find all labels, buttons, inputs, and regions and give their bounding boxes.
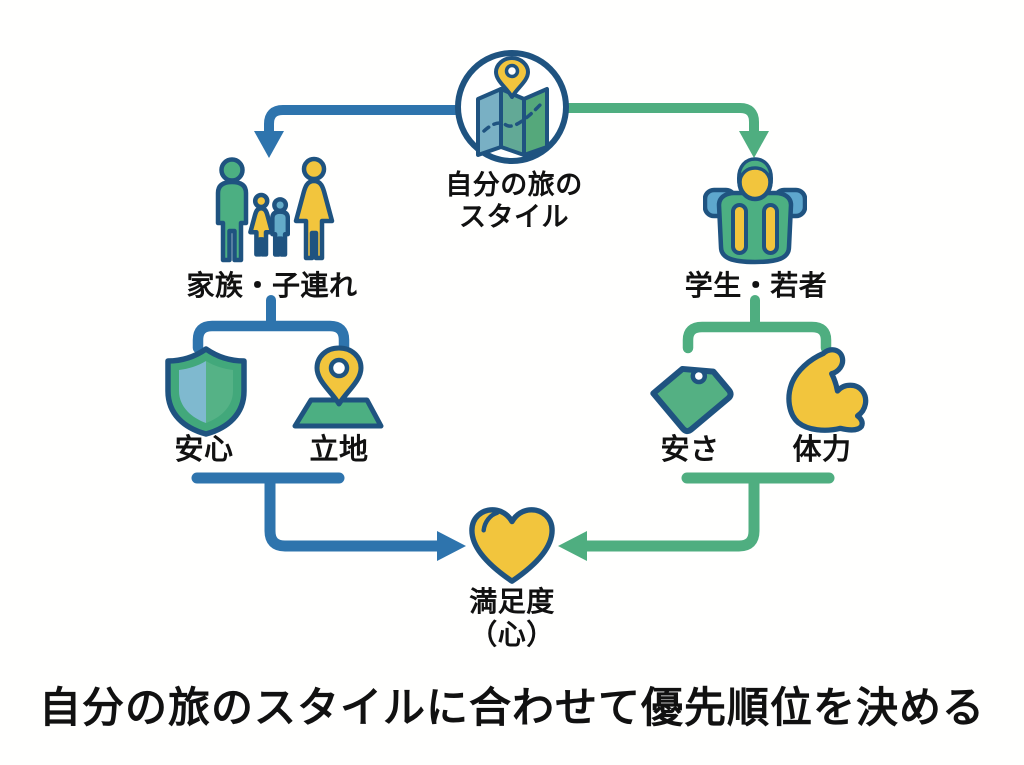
priority-location-node bbox=[290, 342, 390, 436]
arrowhead-left-green bbox=[558, 531, 587, 561]
arrowhead-down-blue bbox=[254, 131, 284, 158]
price-tag-icon bbox=[650, 365, 734, 435]
root-label-line1: 自分の旅の bbox=[445, 170, 583, 200]
heart-icon bbox=[469, 507, 555, 584]
outcome-node bbox=[462, 501, 562, 589]
root-label-line2: スタイル bbox=[459, 202, 569, 232]
connector-root-to-youth bbox=[568, 103, 769, 158]
priority-cheapness-label: 安さ bbox=[660, 434, 720, 466]
root-node bbox=[452, 47, 572, 167]
priority-safety-node bbox=[160, 344, 252, 438]
youth-label: 学生・若者 bbox=[684, 270, 828, 301]
arrowhead-right-blue bbox=[437, 531, 466, 561]
youth-node bbox=[703, 153, 807, 269]
muscle-icon bbox=[786, 347, 869, 433]
shield-icon bbox=[165, 346, 247, 437]
priority-stamina-label: 体力 bbox=[792, 434, 852, 466]
family-icon bbox=[215, 156, 335, 263]
connector-youth-to-heart bbox=[558, 472, 835, 561]
heart-shine bbox=[481, 510, 500, 533]
family-node bbox=[206, 153, 338, 271]
priority-safety-label: 安心 bbox=[174, 434, 234, 466]
family-label: 家族・子連れ bbox=[186, 270, 358, 301]
priority-cheapness-node bbox=[645, 344, 741, 440]
bracket-youth-priorities bbox=[682, 295, 832, 354]
connector-family-to-heart bbox=[191, 472, 466, 561]
outcome-label-line1: 満足度 bbox=[469, 586, 555, 617]
backpacker-icon bbox=[703, 157, 807, 265]
connector-root-to-family bbox=[254, 105, 456, 158]
priority-stamina-node bbox=[778, 344, 872, 436]
location-pin-icon bbox=[292, 345, 384, 429]
outcome-label-line2: （心） bbox=[469, 619, 555, 650]
caption: 自分の旅のスタイルに合わせて優先順位を決める bbox=[38, 684, 986, 731]
map-pin-icon bbox=[494, 56, 530, 99]
arrowhead-down-green bbox=[739, 131, 769, 158]
priority-location-label: 立地 bbox=[309, 434, 369, 466]
bracket-family-priorities bbox=[192, 295, 350, 354]
map-icon bbox=[455, 50, 569, 164]
